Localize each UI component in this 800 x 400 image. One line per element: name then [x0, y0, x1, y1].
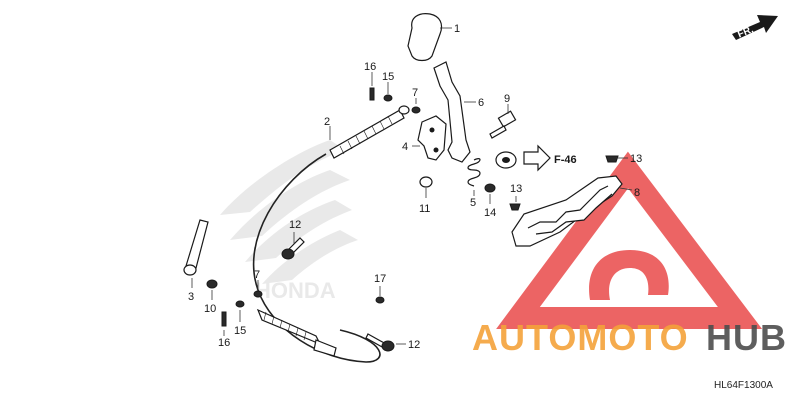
callout-14: 14	[484, 207, 496, 219]
callout-3: 3	[188, 291, 194, 303]
callout-11: 11	[419, 203, 430, 215]
nut-part-10	[206, 279, 218, 300]
pin-part-16-top	[369, 72, 375, 101]
shift-lever-arm-part	[433, 61, 476, 163]
callout-16-low: 16	[218, 337, 230, 349]
collar-part-11	[419, 176, 433, 198]
callout-7-low: 7	[254, 269, 260, 281]
callout-12-low: 12	[408, 339, 420, 351]
callout-12-mid: 12	[289, 219, 301, 231]
honda-wing-emblem: HONDA	[220, 140, 358, 303]
callout-13-bottom: 13	[510, 183, 522, 195]
reference-arrow: F-46	[523, 144, 577, 172]
washer-part-7-top	[411, 98, 421, 114]
rod-arm-part	[183, 219, 209, 288]
front-direction-arrow: FR.	[732, 15, 778, 40]
callout-13-top: 13	[630, 153, 642, 165]
shift-cable-part	[252, 105, 410, 363]
watermark-text-part1: AUTOMOTO	[472, 317, 689, 358]
lever-knob-part	[407, 13, 452, 62]
bushing-part	[495, 151, 517, 169]
spring-part	[467, 158, 481, 196]
pin-part-16-low	[221, 311, 227, 336]
bolt-part-12-low	[365, 333, 406, 352]
callout-labels: 1 2 3 4 5 6 7 7 8 9 10 11 12 12 13 13 14…	[188, 23, 642, 351]
watermark-triangle-logo	[496, 151, 763, 329]
callout-4: 4	[402, 141, 408, 153]
bolt-part-12-mid	[281, 232, 305, 260]
callout-1: 1	[454, 23, 460, 35]
callout-10: 10	[204, 303, 216, 315]
callout-16-top: 16	[364, 61, 376, 73]
callout-8: 8	[634, 187, 640, 199]
callout-15-low: 15	[234, 325, 246, 337]
guard-plate-part	[511, 175, 633, 247]
nut-part-14	[484, 183, 496, 204]
emblem-text: HONDA	[255, 278, 336, 303]
washer-part-15-low	[235, 300, 245, 322]
pivot-bolt-part	[489, 104, 517, 139]
callout-9: 9	[504, 93, 510, 105]
reference-label: F-46	[554, 154, 577, 166]
washer-part-17	[375, 286, 385, 304]
callout-6: 6	[478, 97, 484, 109]
callout-15-top: 15	[382, 71, 394, 83]
callout-2: 2	[324, 116, 330, 128]
watermark-text-part2: HUB	[706, 317, 787, 358]
callout-5: 5	[470, 197, 476, 209]
bracket-part	[412, 115, 447, 161]
callout-17: 17	[374, 273, 386, 285]
screw-part-13-top	[605, 155, 628, 163]
screw-part-13-bottom	[509, 196, 521, 211]
callout-7-top: 7	[412, 87, 418, 99]
watermark-wordmark: AUTOMOTO HUB	[472, 317, 787, 358]
washer-part-15-top	[383, 82, 393, 102]
part-code-label: HL64F1300A	[714, 380, 773, 391]
washer-part-7-low	[253, 280, 263, 298]
